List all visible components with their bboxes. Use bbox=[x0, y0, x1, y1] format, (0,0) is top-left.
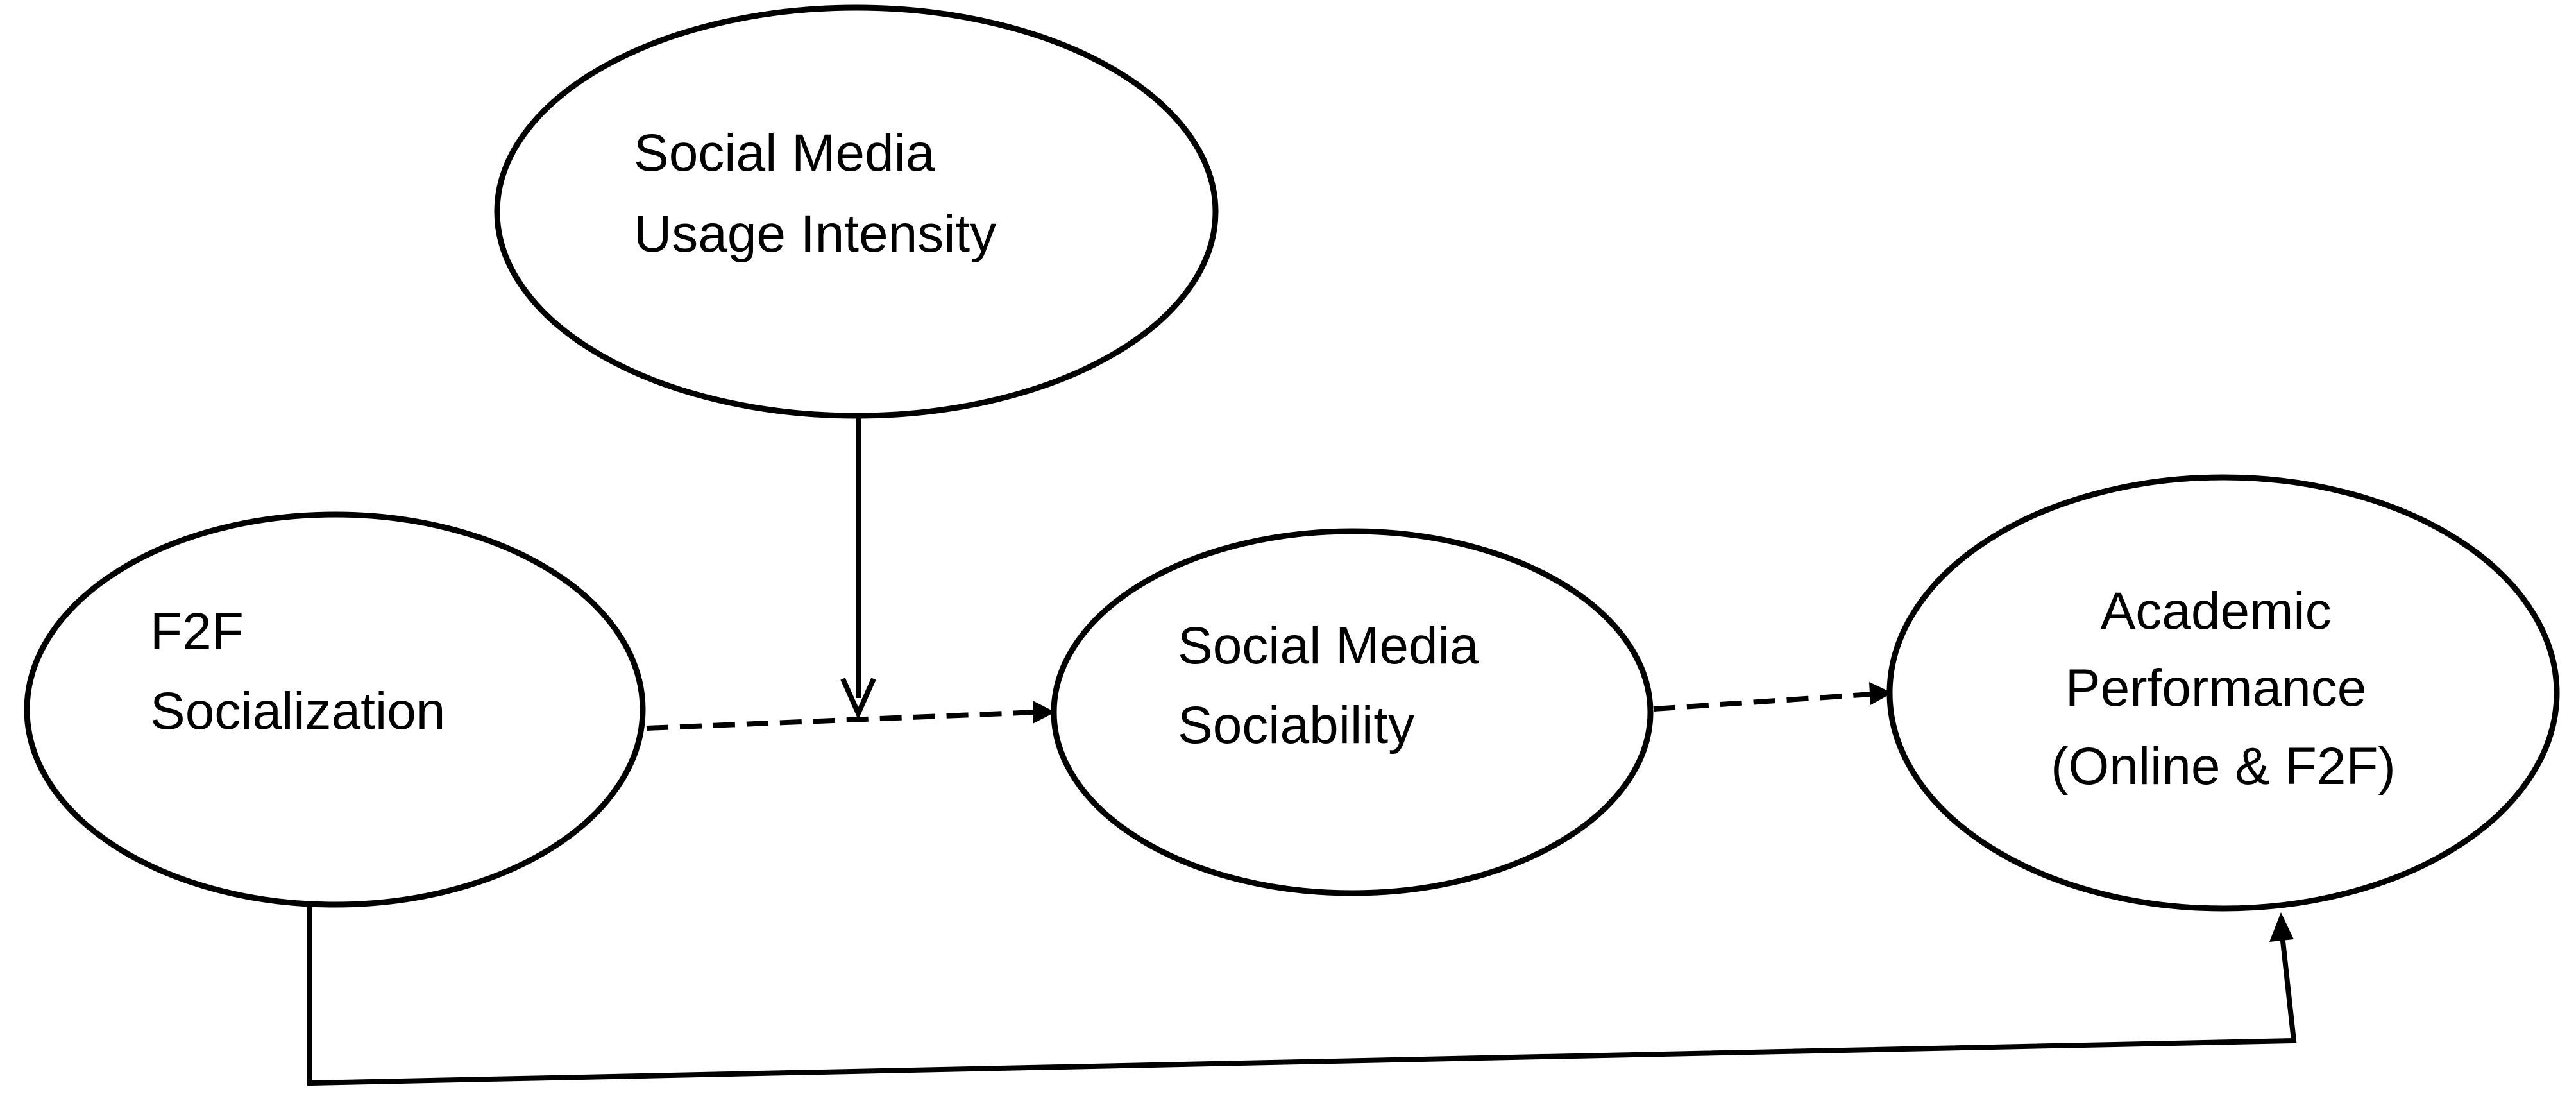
node-f2f-socialization-label: F2F Socialization bbox=[150, 602, 445, 740]
arrowhead-academic-bottom bbox=[2269, 912, 2294, 942]
node-usage-intensity: Social Media Usage Intensity bbox=[494, 4, 1219, 419]
node-sociability: Social Media Sociability bbox=[1051, 528, 1654, 896]
node-f2f-socialization: F2F Socialization bbox=[24, 511, 646, 908]
node-f2f-socialization-shape bbox=[24, 511, 646, 908]
arrowhead-moderation bbox=[840, 678, 876, 720]
node-academic-performance-shape bbox=[1886, 474, 2560, 912]
node-sociability-label: Social Media Sociability bbox=[1178, 617, 1493, 755]
arrowhead-academic-top bbox=[1869, 682, 1892, 705]
arrowhead-sociability bbox=[1033, 701, 1055, 724]
edge-sociability-to-academic bbox=[1653, 692, 1872, 712]
edge-f2f-to-academic bbox=[307, 905, 2297, 1086]
node-sociability-shape bbox=[1051, 528, 1654, 896]
node-academic-performance-label: Academic Performance (Online & F2F) bbox=[2051, 582, 2396, 796]
node-academic-performance: Academic Performance (Online & F2F) bbox=[1886, 474, 2560, 912]
edge-f2f-to-sociability bbox=[646, 710, 1037, 731]
node-usage-intensity-shape bbox=[494, 4, 1219, 419]
edges bbox=[307, 417, 2297, 1086]
node-usage-intensity-label: Social Media Usage Intensity bbox=[634, 124, 996, 263]
